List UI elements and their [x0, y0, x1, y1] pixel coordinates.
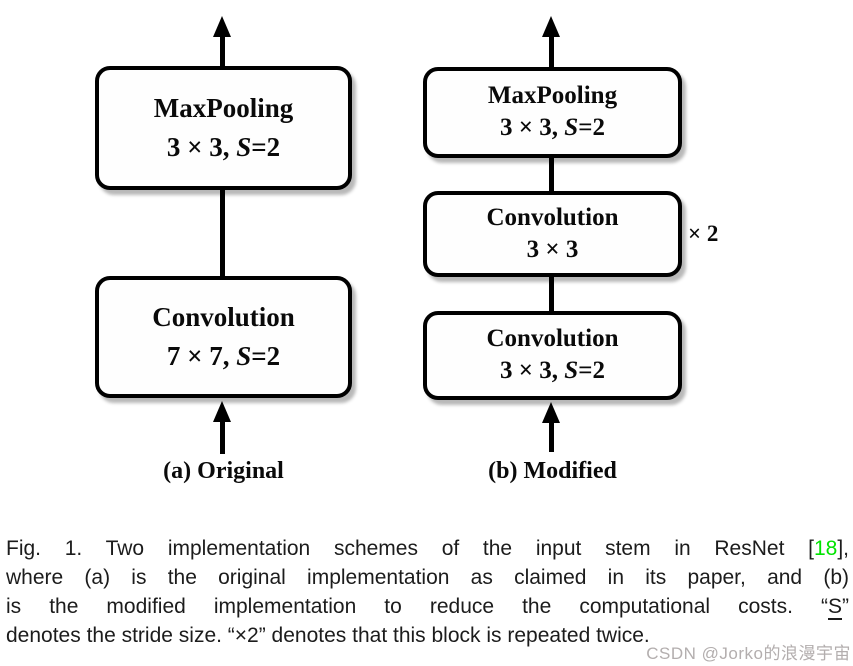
diagram-b-label: (b) Modified	[488, 458, 617, 484]
connector-line-b1	[549, 158, 554, 191]
stride-s-symbol: S	[827, 595, 842, 620]
block-title: Convolution	[152, 302, 295, 333]
citation-18-link[interactable]: 18	[813, 537, 838, 560]
block-params: 3 × 3, S=2	[500, 114, 605, 141]
block-params: 3 × 3, S=2	[500, 357, 605, 384]
input-arrowhead-a	[213, 401, 231, 422]
block-maxpooling-a: MaxPooling 3 × 3, S=2	[95, 66, 352, 190]
csdn-watermark: CSDN @Jorko的浪漫宇宙	[646, 644, 851, 663]
output-arrowhead-a	[213, 16, 231, 37]
repeat-x2-label: × 2	[688, 221, 719, 246]
diagram-a-label: (a) Original	[163, 458, 284, 484]
block-params: 3 × 3	[526, 235, 579, 263]
block-convolution-b1: Convolution 3 × 3	[423, 191, 682, 277]
caption-line-4: denotes the stride size. “×2” denotes th…	[6, 624, 650, 647]
block-maxpooling-b: MaxPooling 3 × 3, S=2	[423, 67, 682, 158]
block-convolution-a: Convolution 7 × 7, S=2	[95, 276, 352, 398]
block-convolution-b2: Convolution 3 × 3, S=2	[423, 311, 682, 400]
block-title: Convolution	[486, 325, 619, 353]
input-arrow-line-b	[549, 421, 554, 452]
block-title: MaxPooling	[153, 93, 294, 124]
figure-caption: Fig. 1. Two implementation schemes of th…	[6, 534, 849, 650]
caption-line-1: Fig. 1. Two implementation schemes of th…	[6, 537, 849, 560]
input-arrowhead-b	[542, 402, 560, 423]
block-params: 3 × 3, S=2	[166, 131, 281, 162]
connector-line-a	[220, 190, 225, 276]
output-arrow-line-a	[220, 36, 225, 68]
output-arrowhead-b	[542, 16, 560, 37]
block-params: 7 × 7, S=2	[166, 340, 281, 371]
input-arrow-line-a	[220, 420, 225, 454]
block-title: MaxPooling	[487, 82, 618, 110]
caption-line-3: is the modified implementation to reduce…	[6, 595, 849, 620]
connector-line-b2	[549, 277, 554, 311]
caption-line-2: where (a) is the original implementation…	[6, 566, 849, 589]
output-arrow-line-b	[549, 36, 554, 67]
block-title: Convolution	[486, 203, 619, 231]
